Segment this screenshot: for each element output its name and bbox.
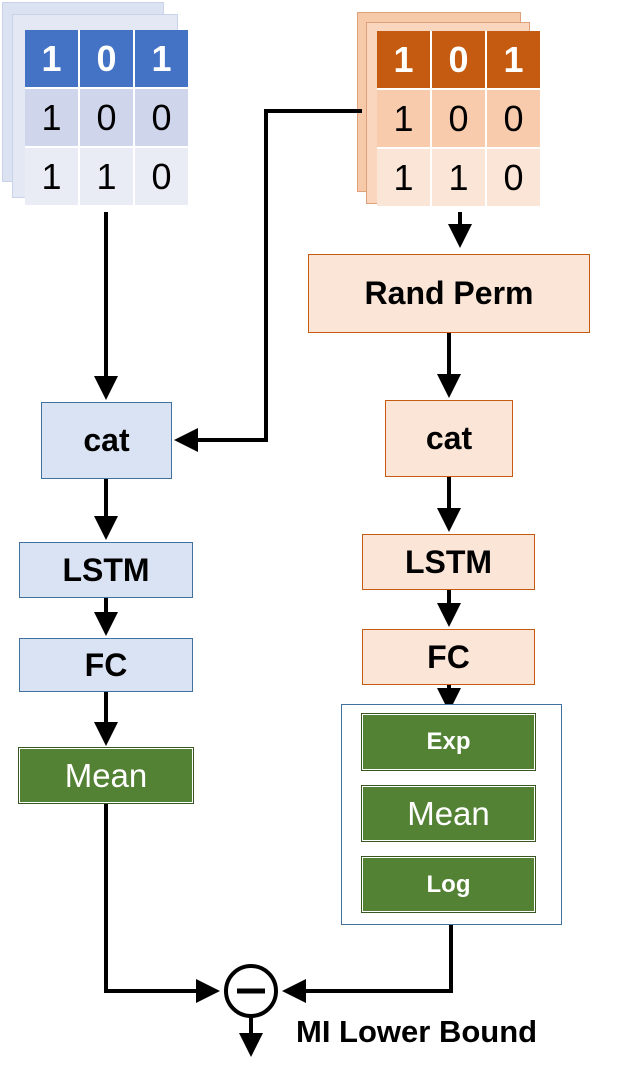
left-matrix-cell: 1	[25, 30, 80, 89]
right-matrix-cell: 0	[487, 149, 542, 208]
right-cat-label: cat	[425, 420, 473, 456]
right-matrix-cell: 0	[487, 90, 542, 149]
right-matrix-cell: 0	[432, 90, 487, 149]
right-mean-label: Mean	[407, 794, 490, 832]
exp-label: Exp	[426, 728, 471, 755]
mi-lower-bound-label: MI Lower Bound	[296, 1014, 538, 1049]
left-matrix-cell: 1	[25, 89, 80, 148]
left-matrix-cell: 0	[135, 89, 190, 148]
right-matrix-cell: 0	[432, 31, 487, 90]
arrow-right-matrix-to-left-cat	[174, 109, 362, 452]
log-label: Log	[426, 870, 471, 898]
left-matrix-cell: 1	[25, 148, 80, 207]
right-fc-label: FC	[427, 638, 470, 675]
left-lstm-box: LSTM	[19, 542, 193, 598]
right-lstm-box: LSTM	[362, 534, 535, 590]
left-fc-box: FC	[19, 638, 193, 692]
right-matrix: 1 0 1 1 0 0 1 1 0	[377, 31, 542, 208]
rand-perm-box: Rand Perm	[308, 254, 590, 333]
log-box: Log	[361, 856, 536, 913]
left-cat-label: cat	[83, 422, 130, 458]
right-matrix-cell: 1	[377, 31, 432, 90]
rand-perm-label: Rand Perm	[364, 275, 534, 311]
left-matrix-cell: 1	[80, 148, 135, 207]
exp-box: Exp	[361, 713, 536, 771]
left-mean-box: Mean	[18, 747, 194, 804]
left-fc-label: FC	[84, 646, 128, 683]
right-matrix-cell: 1	[432, 149, 487, 208]
arrow-left-mean-to-minus	[104, 803, 220, 1003]
left-lstm-label: LSTM	[62, 551, 150, 588]
arrow-right-group-to-minus	[282, 925, 453, 1003]
right-lstm-label: LSTM	[404, 543, 493, 580]
right-matrix-cell: 1	[377, 90, 432, 149]
left-matrix-cell: 0	[80, 89, 135, 148]
left-mean-label: Mean	[64, 756, 148, 794]
left-matrix-cell: 1	[135, 30, 190, 89]
right-fc-box: FC	[362, 629, 535, 685]
left-matrix-cell: 0	[135, 148, 190, 207]
right-matrix-cell: 1	[487, 31, 542, 90]
left-cat-box: cat	[41, 402, 172, 479]
right-matrix-cell: 1	[377, 149, 432, 208]
right-mean-box: Mean	[361, 785, 536, 842]
left-matrix-cell: 0	[80, 30, 135, 89]
right-cat-box: cat	[385, 400, 513, 477]
left-matrix: 1 0 1 1 0 0 1 1 0	[25, 30, 190, 207]
